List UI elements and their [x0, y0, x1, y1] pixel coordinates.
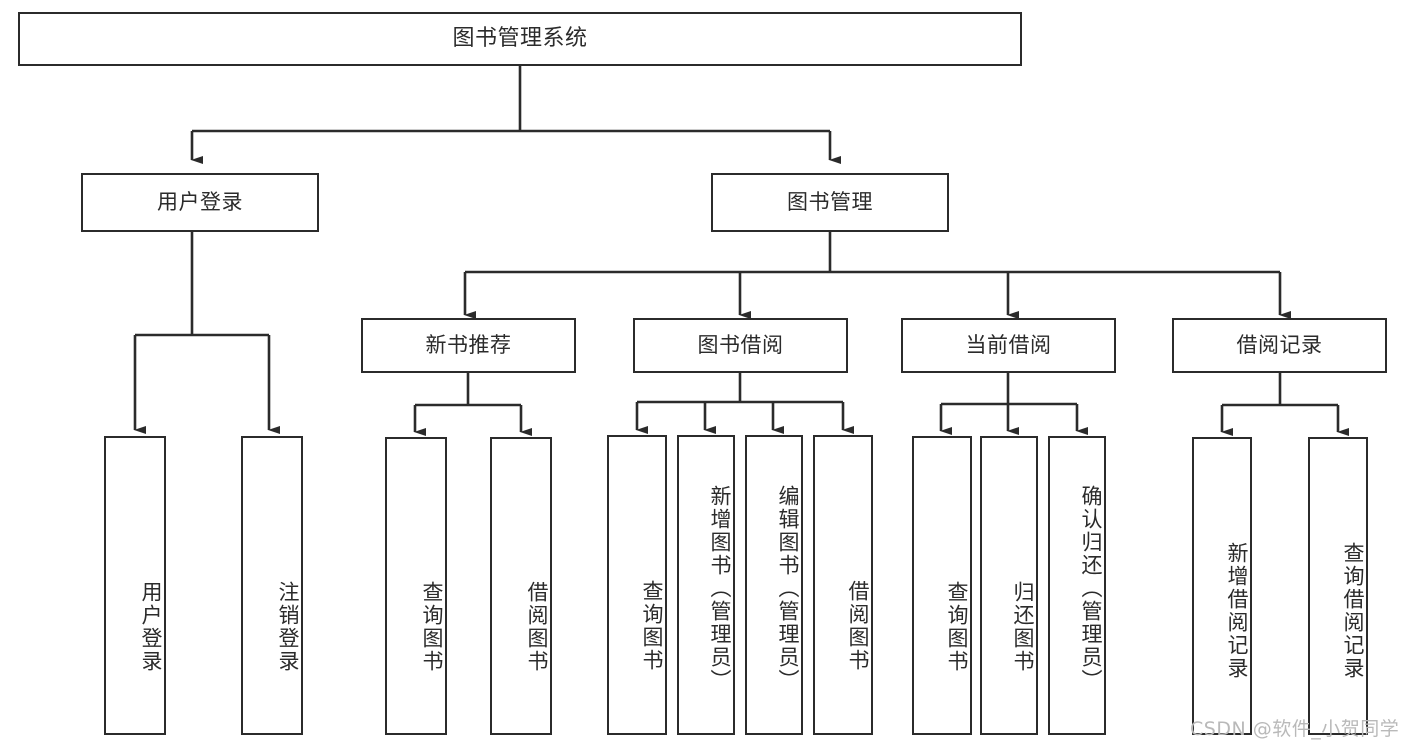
- leaf-current-borrow-return-book[interactable]: 归还图书: [980, 436, 1038, 735]
- leaf-book-borrow-borrow-book[interactable]: 借阅图书: [813, 435, 873, 735]
- leaf-user-login-logout[interactable]: 注销登录: [241, 436, 303, 735]
- leaf-user-login-login[interactable]: 用户登录: [104, 436, 166, 735]
- node-label: 新增图书（管理员）: [708, 484, 732, 692]
- csdn-watermark: CSDN @软件_小贺同学: [1190, 718, 1400, 740]
- node-label: 新书推荐: [425, 332, 512, 357]
- node-label: 借阅记录: [1236, 332, 1323, 357]
- node-label: 借阅图书: [525, 581, 549, 673]
- node-book-management[interactable]: 图书管理: [711, 173, 949, 232]
- leaf-new-book-borrow-book[interactable]: 借阅图书: [490, 437, 552, 735]
- node-borrow-record[interactable]: 借阅记录: [1172, 318, 1387, 373]
- leaf-book-borrow-add-book-admin[interactable]: 新增图书（管理员）: [677, 435, 735, 735]
- node-label: 当前借阅: [965, 332, 1052, 357]
- node-label: 图书借阅: [697, 332, 784, 357]
- leaf-new-book-query-book[interactable]: 查询图书: [385, 437, 447, 735]
- leaf-borrow-record-add-record[interactable]: 新增借阅记录: [1192, 437, 1252, 735]
- node-label: 注销登录: [276, 580, 300, 673]
- node-book-borrow[interactable]: 图书借阅: [633, 318, 848, 373]
- leaf-borrow-record-query-record[interactable]: 查询借阅记录: [1308, 437, 1368, 735]
- node-new-book-recommend[interactable]: 新书推荐: [361, 318, 576, 373]
- node-label: 用户登录: [157, 189, 243, 214]
- node-label: 用户登录: [139, 580, 163, 673]
- node-user-login[interactable]: 用户登录: [81, 173, 319, 232]
- node-label: 查询图书: [420, 581, 444, 673]
- leaf-current-borrow-query-book[interactable]: 查询图书: [912, 436, 972, 735]
- node-root-book-management-system[interactable]: 图书管理系统: [18, 12, 1022, 66]
- node-label: 查询图书: [945, 580, 969, 673]
- node-label: 查询借阅记录: [1341, 542, 1365, 680]
- leaf-book-borrow-query-book[interactable]: 查询图书: [607, 435, 667, 735]
- node-label: 借阅图书: [846, 580, 870, 672]
- node-label: 编辑图书（管理员）: [776, 484, 800, 692]
- node-label: 图书管理系统: [452, 25, 588, 51]
- node-current-borrow[interactable]: 当前借阅: [901, 318, 1116, 373]
- node-label: 图书管理: [787, 189, 873, 214]
- leaf-current-borrow-confirm-return-admin[interactable]: 确认归还（管理员）: [1048, 436, 1106, 735]
- node-label: 新增借阅记录: [1225, 542, 1249, 680]
- leaf-book-borrow-edit-book-admin[interactable]: 编辑图书（管理员）: [745, 435, 803, 735]
- node-label: 归还图书: [1011, 580, 1035, 673]
- node-label: 确认归还（管理员）: [1079, 485, 1103, 692]
- node-label: 查询图书: [640, 580, 664, 672]
